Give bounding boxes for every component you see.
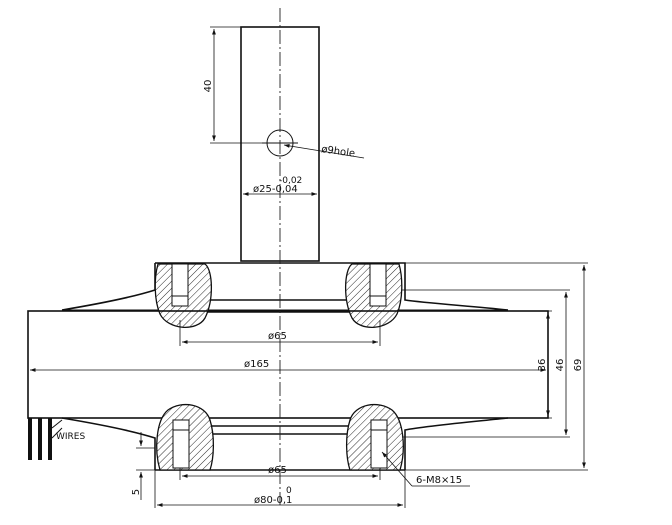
- dim-hole: ø9hole: [283, 143, 365, 160]
- dim-base-offset: 5: [131, 432, 155, 500]
- wires: [28, 418, 63, 460]
- dim-text-base-diameter: ø80-0,1: [254, 495, 292, 506]
- dim-text-outer-diameter: ø165: [244, 359, 269, 370]
- dim-text-shaft-tol: -0,02: [279, 176, 302, 186]
- lower-left-boss: [156, 403, 215, 471]
- lower-flange: [61, 417, 509, 471]
- outer-body: [27, 310, 549, 419]
- dim-shaft-diameter: -0,02 ø25-0,04: [243, 176, 317, 196]
- dim-text-height-overall: 69: [573, 359, 584, 372]
- dim-outer-diameter: ø165: [30, 359, 546, 372]
- dim-text-recess-top: ø65: [268, 331, 287, 342]
- dim-text-shaft-diameter: ø25-0,04: [253, 184, 298, 195]
- dim-shaft-length: 40: [203, 26, 266, 144]
- dim-recess-bottom: ø65: [179, 465, 381, 480]
- upper-left-boss: [154, 263, 213, 328]
- dim-screws: 6-M8×15: [381, 451, 470, 487]
- lower-right-boss: [345, 403, 404, 471]
- dim-heights: 36 46 69: [402, 262, 588, 471]
- dim-text-base-tol: 0: [286, 486, 292, 496]
- dim-text-height-mid: 46: [555, 359, 566, 372]
- dim-recess-top: ø65: [179, 320, 381, 346]
- dim-text-recess-bottom: ø65: [268, 465, 287, 476]
- dim-base-diameter: 0 ø80-0,1: [154, 470, 406, 508]
- dim-text-base-offset: 5: [131, 489, 142, 495]
- dim-text-shaft-length: 40: [203, 80, 214, 93]
- dim-text-height-inner: 36: [537, 359, 548, 372]
- dim-text-hole: ø9hole: [321, 144, 356, 160]
- wires-label: WIRES: [56, 432, 85, 442]
- upper-right-boss: [344, 263, 403, 328]
- upper-flange: [61, 262, 509, 313]
- dim-text-screws: 6-M8×15: [416, 475, 462, 486]
